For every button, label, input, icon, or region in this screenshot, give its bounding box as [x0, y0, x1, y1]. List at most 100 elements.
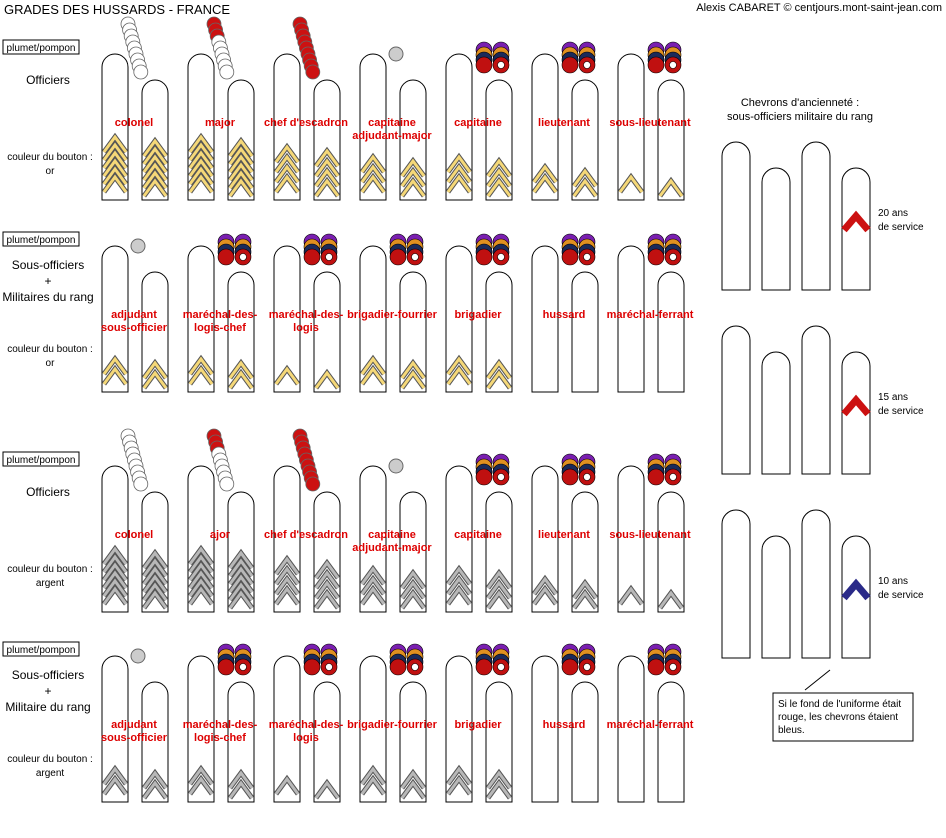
chevron	[274, 776, 300, 795]
chevron	[142, 170, 168, 189]
pompon-icon	[217, 233, 252, 266]
seniority-label: 10 ans	[878, 576, 908, 587]
rank-column: brigadier	[445, 233, 513, 393]
chevron	[228, 780, 254, 799]
pompon-center	[325, 663, 333, 671]
shoulder-strap-back	[657, 79, 685, 201]
rank-column: capitaine	[445, 453, 513, 613]
rank-name: lieutenant	[538, 529, 590, 541]
rank-name: maréchal-des-	[183, 309, 258, 321]
chevron	[142, 178, 168, 197]
chevron	[102, 554, 128, 573]
rank-name: capitaine	[368, 529, 416, 541]
rank-column: capitaine	[445, 41, 513, 201]
chevron	[486, 770, 512, 789]
chevron	[400, 178, 426, 197]
chevron	[314, 168, 340, 187]
plume-tuft	[219, 476, 235, 492]
pompon-center	[669, 253, 677, 261]
chevron	[486, 168, 512, 187]
plume-tuft	[305, 64, 321, 80]
rank-column: colonel	[101, 428, 169, 613]
chevron	[400, 570, 426, 589]
pompon-center	[239, 253, 247, 261]
rank-column: brigadier	[445, 643, 513, 803]
shoulder-strap-front	[273, 655, 301, 803]
chevron	[360, 154, 386, 173]
button-color-label: couleur du bouton :	[7, 564, 93, 575]
chevron	[572, 580, 598, 599]
shoulder-strap-back	[313, 271, 341, 393]
chevron	[102, 174, 128, 193]
chevron	[102, 546, 128, 565]
button-color-label: couleur du bouton :	[7, 152, 93, 163]
chevron	[274, 556, 300, 575]
chevron	[228, 170, 254, 189]
chevron	[360, 356, 386, 375]
chevron	[102, 570, 128, 589]
chevron	[188, 776, 214, 795]
pompon-disc	[475, 658, 493, 676]
chevron	[400, 590, 426, 609]
pompon-center	[497, 663, 505, 671]
group-label: Militaires du rang	[2, 290, 93, 304]
button-color-label: or	[46, 166, 56, 177]
pompon-disc	[647, 248, 665, 266]
rank-column: brigadier-fourrier	[347, 233, 438, 393]
rank-name: brigadier	[454, 719, 502, 731]
plume-tuft	[219, 64, 235, 80]
shoulder-strap-back	[657, 271, 685, 393]
seniority-row: 10 ans de service	[721, 509, 924, 659]
plumet-icon	[206, 16, 235, 80]
rank-column: hussard	[531, 643, 599, 803]
rank-name: chef d'escadron	[264, 117, 348, 129]
chevron	[274, 566, 300, 585]
seniority-chevron	[841, 394, 871, 417]
seniority-strap	[801, 325, 831, 475]
chevron	[446, 576, 472, 595]
chevron	[400, 580, 426, 599]
chevron	[188, 356, 214, 375]
shoulder-strap-back	[141, 681, 169, 803]
rank-name: sous-officier	[101, 322, 168, 334]
shoulder-strap-front	[187, 655, 215, 803]
pompon-icon	[217, 643, 252, 676]
chevron	[142, 154, 168, 173]
chevron	[532, 576, 558, 595]
seniority-label: de service	[878, 406, 924, 417]
rank-column: maréchal-des-logis-chef	[183, 233, 258, 393]
group-label: Officiers	[26, 485, 70, 499]
pompon-disc	[475, 56, 493, 74]
pompon-disc	[561, 248, 579, 266]
seniority-strap	[841, 351, 871, 475]
seniority-label: de service	[878, 222, 924, 233]
chevron	[360, 766, 386, 785]
chevron	[102, 356, 128, 375]
chevron	[142, 550, 168, 569]
uniform-note-text: rouge, les chevrons étaient	[778, 712, 898, 723]
shoulder-strap-front	[359, 245, 387, 393]
shoulder-strap-back	[141, 271, 169, 393]
rank-name: brigadier	[454, 309, 502, 321]
shoulder-strap-back	[313, 681, 341, 803]
note-pointer	[804, 669, 831, 691]
rank-column: major	[187, 16, 255, 201]
chevron	[314, 580, 340, 599]
shoulder-strap-front	[531, 655, 559, 803]
group-label: +	[44, 684, 51, 698]
rank-name: adjudant	[111, 309, 157, 321]
seniority-chevron	[841, 210, 871, 233]
pompon-disc	[475, 468, 493, 486]
pompon-center	[497, 253, 505, 261]
rank-name: chef d'escadron	[264, 529, 348, 541]
seniority-label: de service	[878, 590, 924, 601]
pompon-grey-icon	[130, 238, 146, 254]
chevron	[618, 586, 644, 605]
plume-tuft	[133, 64, 149, 80]
pompon-disc	[217, 248, 235, 266]
pompon-icon	[303, 643, 338, 676]
rank-name: colonel	[115, 529, 154, 541]
